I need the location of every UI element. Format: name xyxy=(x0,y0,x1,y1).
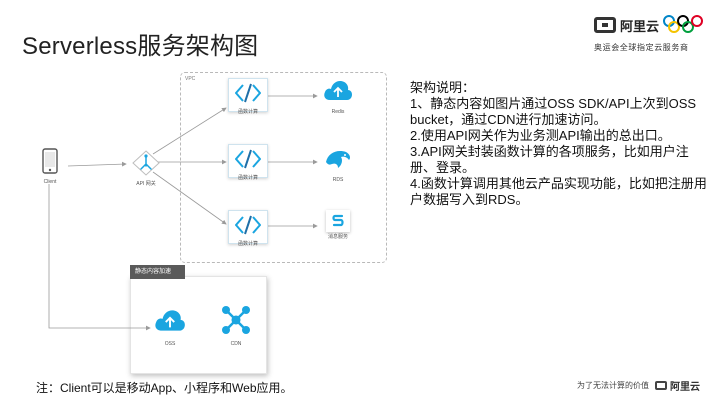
description-heading: 架构说明： xyxy=(410,80,476,95)
aliyun-logo-icon xyxy=(594,17,616,33)
connection-lines xyxy=(48,93,318,331)
message-queue-icon xyxy=(332,214,344,227)
ring-green xyxy=(682,21,695,33)
architecture-description: 架构说明： 1、静态内容如图片通过OSS SDK/API上次到OSS bucke… xyxy=(410,80,710,208)
function-compute-node-mid: 函数计算 xyxy=(228,144,268,181)
function-compute-label-mid: 函数计算 xyxy=(237,175,258,181)
cloud-upload-icon xyxy=(324,81,352,100)
cdn-node: CDN xyxy=(216,304,256,348)
rds-label: RDS xyxy=(332,177,344,183)
mobile-phone-icon xyxy=(42,148,58,174)
olympic-rings-icon xyxy=(663,15,705,35)
brand-subtitle: 奥运会全球指定云服务商 xyxy=(594,43,689,52)
link-gateway-fc-bottom xyxy=(152,171,227,225)
description-item: 2.使用API网关作为业务测API输出的总出口。 xyxy=(410,128,671,143)
dolphin-database-icon xyxy=(326,151,350,168)
description-item: 3.API网关封装函数计算的各项服务，比如用户注册、登录。 xyxy=(410,144,689,175)
function-compute-node-bottom: 函数计算 xyxy=(228,210,268,247)
function-compute-icon xyxy=(235,149,261,169)
architecture-diagram: VPC 静态内容加速 Client A xyxy=(30,66,400,376)
brand-name: 阿里云 xyxy=(620,18,660,34)
footnote: 注：Client可以是移动App、小程序和Web应用。 xyxy=(36,381,293,395)
link-gateway-fc-top xyxy=(152,107,227,155)
rds-node: RDS xyxy=(320,146,356,184)
ring-red xyxy=(691,15,704,27)
message-service-label: 消息服务 xyxy=(327,234,348,240)
redis-node: Redis xyxy=(320,78,356,116)
slide-title: Serverless服务架构图 xyxy=(22,33,259,60)
api-gateway-label: API 网关 xyxy=(136,181,156,187)
function-compute-label-top: 函数计算 xyxy=(237,109,258,115)
link-client-gateway xyxy=(67,161,127,167)
api-gateway-node: API 网关 xyxy=(126,150,166,188)
vpc-boundary: VPC xyxy=(180,72,387,263)
cloud-upload-icon xyxy=(155,310,185,331)
footer-slogan: 为了无法计算的价值 xyxy=(577,381,649,390)
api-gateway-icon xyxy=(132,150,160,176)
message-service-node: 消息服务 xyxy=(320,210,356,241)
function-compute-label-bottom: 函数计算 xyxy=(237,241,258,247)
static-acceleration-group: 静态内容加速 xyxy=(130,265,267,374)
cdn-label: CDN xyxy=(230,341,242,347)
oss-label: OSS xyxy=(164,341,176,347)
description-item: 4.函数计算调用其他云产品实现功能，比如把注册用户数据写入到RDS。 xyxy=(410,176,707,207)
description-item: 1、静态内容如图片通过OSS SDK/API上次到OSS bucket，通过CD… xyxy=(410,96,697,127)
client-node: Client xyxy=(36,148,64,186)
footer-brand-name: 阿里云 xyxy=(670,382,700,393)
aliyun-logo-icon xyxy=(655,381,667,390)
cdn-network-icon xyxy=(222,306,250,334)
brand-logo: 阿里云 奥运会全球指定云服务商 xyxy=(594,14,706,62)
oss-node: OSS xyxy=(150,306,190,348)
function-compute-icon xyxy=(235,83,261,103)
function-compute-icon xyxy=(235,215,261,235)
static-acceleration-label: 静态内容加速 xyxy=(130,265,185,279)
footer-brand: 为了无法计算的价值 阿里云 xyxy=(577,378,700,393)
link-client-oss xyxy=(48,184,151,331)
client-label: Client xyxy=(43,179,57,185)
ring-yellow xyxy=(668,21,681,33)
redis-label: Redis xyxy=(331,109,345,115)
function-compute-node-top: 函数计算 xyxy=(228,78,268,115)
vpc-label: VPC xyxy=(185,76,196,82)
